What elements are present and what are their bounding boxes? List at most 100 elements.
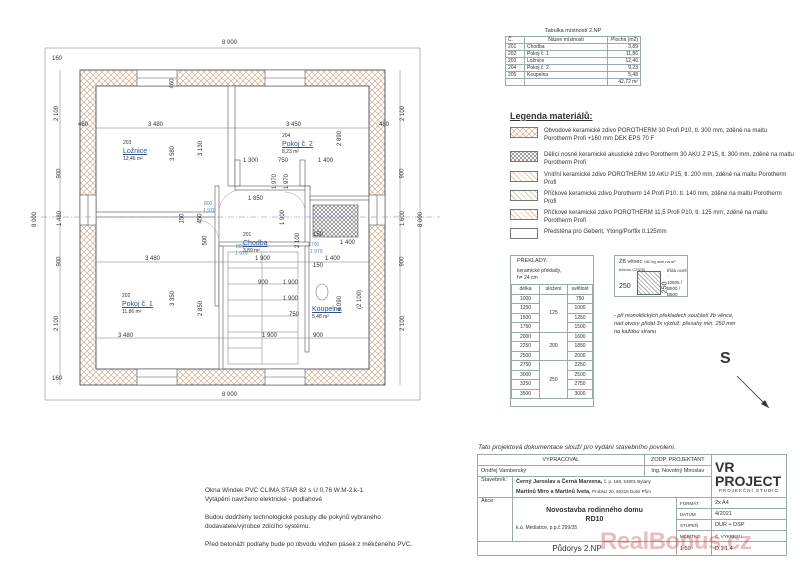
- cell: 203: [505, 57, 525, 65]
- stavebnik-cell: Černý Jaroslav a Černá Marzena, č. p. 16…: [512, 476, 712, 498]
- cell: 9,23: [607, 64, 641, 72]
- rooms-table: Tabulka místností 2.NP Č. Název místnost…: [505, 28, 641, 86]
- room-area: 5,48 m²: [312, 314, 329, 320]
- cell: 204: [505, 64, 525, 72]
- stamp-row-names: Ondřej Vamberský Ing. Novotný Miroslav: [477, 465, 787, 477]
- dim-right-2: 900: [399, 168, 406, 179]
- col-header: délka: [511, 284, 540, 295]
- cell: 3,89: [607, 43, 641, 51]
- col-header: Plocha (m2): [607, 36, 641, 44]
- stamp-disclaimer: Tato projektová dokumentace slouží pro v…: [478, 444, 676, 451]
- dim-int: 1 970: [272, 173, 279, 190]
- toilet: [315, 283, 329, 301]
- logo-sub: PROJEKČNÍ STUDIO: [718, 487, 779, 493]
- dim-int: 150: [179, 213, 186, 224]
- legend-text: Vnitřní keramické zdivo POROTHERM 19 AKU…: [544, 172, 787, 186]
- akce-label: Akce:: [477, 497, 513, 542]
- legend-item: Vnitřní keramické zdivo POROTHERM 19 AKU…: [510, 171, 794, 187]
- akce-cell: Novostavba rodinného domu RD10 k.ú. Medi…: [512, 497, 677, 542]
- col-header: Č.: [505, 36, 525, 44]
- door-swings: [196, 189, 306, 243]
- room-area: 12,46 m²: [123, 156, 143, 162]
- dim-int: 1 400: [340, 240, 356, 246]
- cell: Pokoj č. 2: [524, 64, 608, 72]
- dim-int: 2 100: [295, 232, 302, 249]
- floor-plan: [30, 47, 440, 401]
- preklady-header: délka uložení světlost: [511, 284, 593, 295]
- door-label: 1 970: [203, 208, 216, 214]
- stamp-row-stupen: STUPEŇ DUR + DSP: [478, 519, 787, 531]
- cell: [524, 78, 608, 86]
- dim-int: 3 130: [198, 140, 205, 157]
- legend-text: Dělící nosné keramické akustické zdivo P…: [544, 152, 794, 166]
- room-name: Koupelna: [312, 306, 342, 313]
- light-hatch-swatch: [510, 209, 538, 220]
- door-label: 800: [236, 244, 245, 250]
- room-label-203: 203 Ložnice 12,46 m²: [123, 140, 147, 163]
- cell: 1500: [567, 322, 593, 333]
- zodp-name: Ing. Novotný Miroslav: [643, 465, 713, 477]
- venec-steel-label: třída oceli :: [667, 268, 687, 279]
- zodp-label: ZODP. PROJEKTANT: [643, 454, 713, 466]
- cell: 11,86: [607, 50, 641, 58]
- col-header: uložení: [539, 284, 568, 295]
- cell: 202: [505, 50, 525, 58]
- legend-item: Obvodové keramické zdivo POROTHERM 30 Pr…: [510, 127, 794, 143]
- stavebnik-2: Martinů Miro a Martinů Iveta,: [516, 489, 591, 495]
- vypracoval-name: Ondřej Vamberský: [477, 465, 645, 477]
- dim-int: 3 480: [148, 122, 164, 128]
- cell: 1000: [567, 303, 593, 314]
- legend-item: Předstěna pro Geberit, Ytong/Porflix tl.…: [510, 228, 794, 239]
- cell: Pokoj č. 1: [524, 50, 608, 58]
- cell: 2750: [567, 379, 593, 390]
- dim-int: 480: [78, 122, 89, 128]
- dim-int: 1 400: [325, 256, 341, 262]
- note-windows: Okna Windek PVC CLIMA STAR 82 s U 0,76 W…: [205, 487, 365, 494]
- stamp-row-stavebnik: Stavebník: Černý Jaroslav a Černá Marzen…: [477, 476, 787, 498]
- datum-value: 4/2021: [711, 508, 787, 520]
- datum-label: DATUM: [676, 508, 712, 520]
- cell: 3250: [511, 379, 540, 390]
- dim-left-4: 900: [56, 256, 63, 267]
- door-label: 1 970: [310, 249, 323, 255]
- venec-header: ŽB věnec 150 kg ocel na m³ betonu C25/30: [615, 256, 687, 274]
- venec-note: - při monolitických překladech součástí …: [614, 313, 736, 335]
- vykres-value: D.1.1.4: [711, 541, 787, 556]
- dim-right-3: 1 600: [400, 210, 407, 227]
- logo-cell: VR PROJECT PROJEKČNÍ STUDIO: [711, 454, 787, 498]
- cell: 1500: [511, 312, 540, 323]
- cell: 1250: [511, 303, 540, 314]
- format-value: 2x A4: [711, 497, 787, 509]
- cell: 125: [539, 293, 568, 333]
- dim-left-3: 1 480: [57, 210, 64, 227]
- north-symbol: S: [720, 350, 731, 367]
- dim-int: 1 850: [248, 196, 264, 202]
- note-tech: Budou dodrženy technologické postupy dle…: [205, 514, 381, 521]
- room-label-204: 204 Pokoj č. 2 8,23 m²: [282, 133, 313, 156]
- dim-int: 3 350: [170, 290, 177, 307]
- dim-int: 1 900: [255, 256, 271, 262]
- rooms-table-header: Č. Název místnosti Plocha (m2): [505, 36, 641, 44]
- cell: 1600: [567, 331, 593, 342]
- room-label-202: 202 Pokoj č. 1 11,86 m²: [122, 293, 153, 316]
- rooms-table-title: Tabulka místností 2.NP: [544, 28, 602, 34]
- room-number: 204: [282, 133, 291, 139]
- room-area: 11,86 m²: [122, 309, 142, 315]
- venec-steel-value: 10505 / B500 / B500: [667, 280, 683, 297]
- room-area: 8,23 m²: [282, 149, 299, 155]
- cell: 1850: [567, 341, 593, 352]
- dim-left-5: 2 100: [54, 315, 61, 332]
- cell: 201: [505, 43, 525, 51]
- legend-text: Příčkové keramické zdivo POROTHERM 11,5 …: [544, 210, 768, 224]
- cell: 1750: [511, 322, 540, 333]
- dim-int: 480: [379, 122, 390, 128]
- cell: 2250: [567, 360, 593, 371]
- venec-dim-h: 250: [661, 281, 669, 294]
- stamp-row-labels: VYPRACOVAL ZODP. PROJEKTANT VR PROJECT P…: [477, 454, 787, 498]
- stavebnik-2-address: Probluz 20, 50315 Dolní Přim: [592, 489, 651, 494]
- dim-int: 750: [289, 312, 300, 318]
- cell: 3000: [567, 388, 593, 399]
- dim-int: 150: [313, 263, 324, 269]
